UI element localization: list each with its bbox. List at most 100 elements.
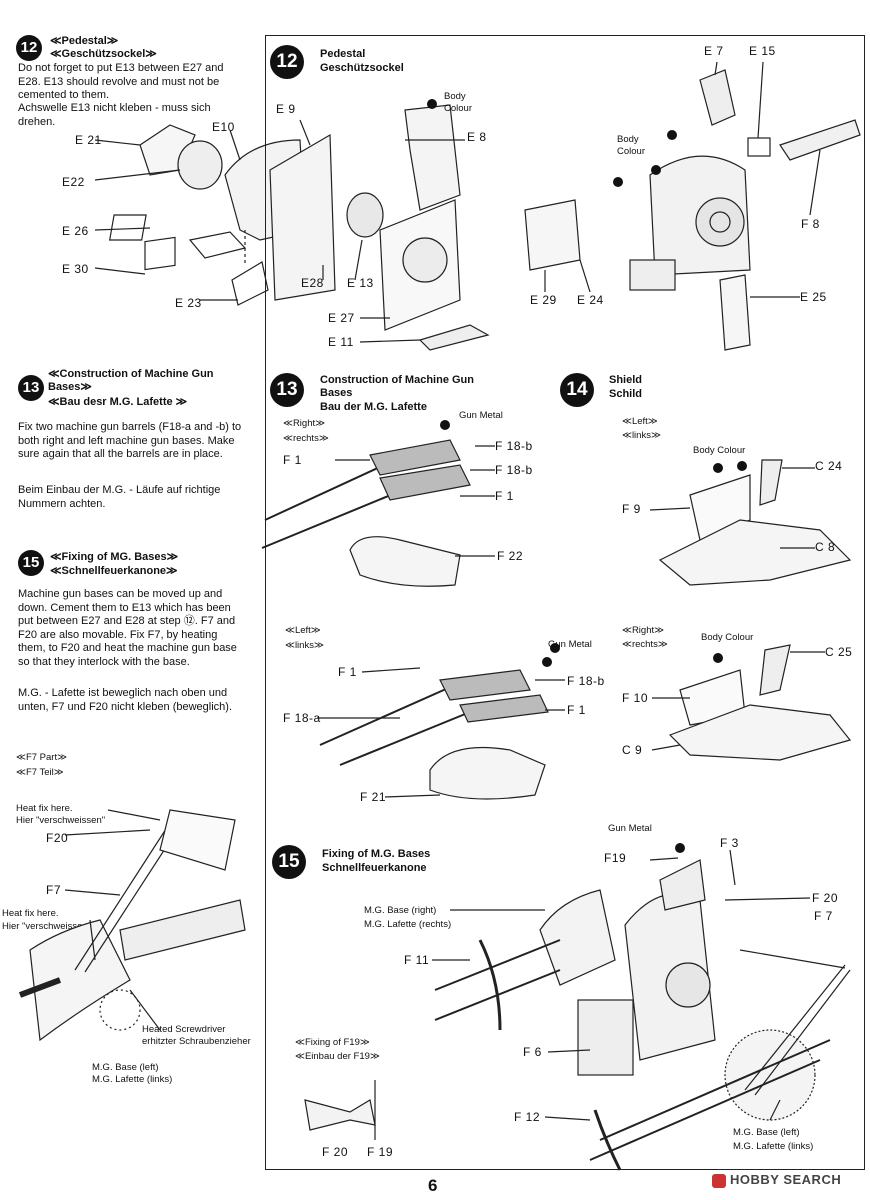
leader-e30 xyxy=(94,267,146,275)
left-label-en-13: ≪Left≫ xyxy=(285,625,321,636)
step-12-text-de: Achswelle E13 nicht kleben - muss sich d… xyxy=(18,102,211,128)
step-13-title-de: ≪Bau desr M.G. Lafette ≫ xyxy=(48,396,188,408)
mg-base-left-en: M.G. Base (left) xyxy=(92,1062,159,1073)
panel-step-14-badge: 14 xyxy=(560,373,594,407)
part-label-f19: F19 xyxy=(604,851,627,865)
panel-step-15-title-en: Fixing of M.G. Bases xyxy=(322,848,431,860)
part-e26-shape xyxy=(108,214,147,241)
gun-metal-note-13a: Gun Metal xyxy=(459,410,503,421)
panel-step-12-title-de: Geschützsockel xyxy=(320,62,404,74)
fixing-f19-en: ≪Fixing of F19≫ xyxy=(295,1037,370,1048)
part-label-e10: E10 xyxy=(212,120,235,134)
part-label-f1-c: F 1 xyxy=(338,665,357,679)
part-label-f1-d: F 1 xyxy=(567,703,586,717)
leader-e21 xyxy=(94,139,141,146)
part-label-f10: F 10 xyxy=(622,691,649,705)
gun-metal-note-13b: Gun Metal xyxy=(548,639,592,650)
part-label-f9: F 9 xyxy=(622,502,641,516)
part-label-e22: E22 xyxy=(62,175,85,189)
part-label-f12: F 12 xyxy=(514,1110,541,1124)
part-label-e7: E 7 xyxy=(704,44,724,58)
part-label-e24: E 24 xyxy=(577,293,604,307)
barrel-left-1 xyxy=(319,684,456,746)
leader-e22 xyxy=(94,169,181,181)
gun-body-right-2 xyxy=(379,464,471,501)
leader-e10 xyxy=(229,129,241,161)
heat-fix-2-en: Heat fix here. xyxy=(2,908,59,919)
part-label-e9: E 9 xyxy=(276,102,296,116)
part-label-e13: E 13 xyxy=(347,276,374,290)
part-label-e23: E 23 xyxy=(175,296,202,310)
body-colour-note-14b: Body Colour xyxy=(701,632,754,643)
shield-c25-shape xyxy=(759,644,791,696)
watermark-logo-icon xyxy=(712,1173,726,1188)
left-label-en-14: ≪Left≫ xyxy=(622,416,658,427)
part-label-e25: E 25 xyxy=(800,290,827,304)
part-label-c8: C 8 xyxy=(815,540,836,554)
left-label-de-14: ≪links≫ xyxy=(622,430,661,441)
axle-e13-shape xyxy=(346,192,384,238)
panel-step-14-title-en: Shield xyxy=(609,374,643,386)
f7-part-title-de: ≪F7 Teil≫ xyxy=(16,767,64,778)
detail-f20-shape xyxy=(159,809,236,871)
part-label-f18b-2: F 18-b xyxy=(495,463,533,477)
detail-f20-f19-shape xyxy=(304,1099,376,1131)
heat-fix-1-de: Hier "verschweissen" xyxy=(16,815,106,826)
part-label-f1-b: F 1 xyxy=(495,489,514,503)
part-e25-shape xyxy=(719,274,751,351)
mg-base-left-de: M.G. Lafette (links) xyxy=(92,1074,173,1085)
part-label-f11: F 11 xyxy=(404,953,430,967)
part-label-e28: E28 xyxy=(301,276,324,290)
watermark-text: HOBBY SEARCH xyxy=(730,1172,842,1187)
part-label-e21: E 21 xyxy=(75,133,102,147)
fixing-f19-de: ≪Einbau der F19≫ xyxy=(295,1051,380,1062)
part-label-f6: F 6 xyxy=(523,1045,542,1059)
panel-step-15-title-de: Schnellfeuerkanone xyxy=(322,862,427,874)
part-f6-shape xyxy=(577,999,634,1076)
part-label-f20: F 20 xyxy=(812,891,839,905)
part-label-f8: F 8 xyxy=(801,217,820,231)
f7-part-title-en: ≪F7 Part≫ xyxy=(16,752,68,763)
part-label-e26: E 26 xyxy=(62,224,89,238)
part-e15-shape xyxy=(747,137,771,157)
step-12-badge: 12 xyxy=(16,35,42,61)
mg-base-left-panel-en: M.G. Base (left) xyxy=(733,1127,800,1138)
part-label-f3: F 3 xyxy=(720,836,739,850)
part-label-f21: F 21 xyxy=(360,790,387,804)
part-e22-shape xyxy=(177,140,223,190)
gun-body-left-1 xyxy=(439,669,531,701)
shield-c8-shape xyxy=(658,519,852,586)
part-label-e11: E 11 xyxy=(328,335,354,349)
pedestal-e9-shape xyxy=(269,133,336,301)
shield-c24-shape xyxy=(759,459,783,506)
panel-step-14-title-de: Schild xyxy=(609,388,643,400)
heat-fix-2-de: Hier "verschweissen" xyxy=(2,921,92,932)
part-label-e15: E 15 xyxy=(749,44,776,58)
part-label-c24: C 24 xyxy=(815,459,843,473)
detail-f7-rod xyxy=(74,814,176,971)
body-colour-note-12b: Body Colour xyxy=(617,134,645,157)
step-15-text-de: M.G. - Lafette ist beweglich nach oben u… xyxy=(18,687,233,713)
part-label-e27: E 27 xyxy=(328,311,355,325)
left-label-de-13: ≪links≫ xyxy=(285,640,324,651)
part-label-c9: C 9 xyxy=(622,743,643,757)
right-label-en-13: ≪Right≫ xyxy=(283,418,326,429)
screwdriver-de: erhitzter Schraubenzieher xyxy=(142,1036,251,1047)
gun-body-right-1 xyxy=(369,439,461,476)
panel-step-13-title-de: Bau der M.G. Lafette xyxy=(320,401,427,413)
step-15-badge: 15 xyxy=(18,550,44,576)
screwdriver-en: Heated Screwdriver xyxy=(142,1024,226,1035)
part-e30-shape xyxy=(144,236,176,271)
panel-step-12-badge: 12 xyxy=(270,45,304,79)
base-f21-shape xyxy=(429,746,546,800)
step-13-text-en: Fix two machine gun barrels (F18-a and -… xyxy=(18,421,242,461)
part-label-f18b-1: F 18-b xyxy=(495,439,533,453)
right-label-de-14: ≪rechts≫ xyxy=(622,639,668,650)
mg-base-left-panel-de: M.G. Lafette (links) xyxy=(733,1141,814,1152)
gun-body-left-2 xyxy=(459,694,549,723)
step-13-title-en: ≪Construction of Machine Gun Bases≫ xyxy=(48,368,214,393)
part-e29-shape xyxy=(524,199,581,271)
step-12-title-en: ≪Pedestal≫ xyxy=(50,35,119,47)
page-number: 6 xyxy=(428,1176,438,1195)
